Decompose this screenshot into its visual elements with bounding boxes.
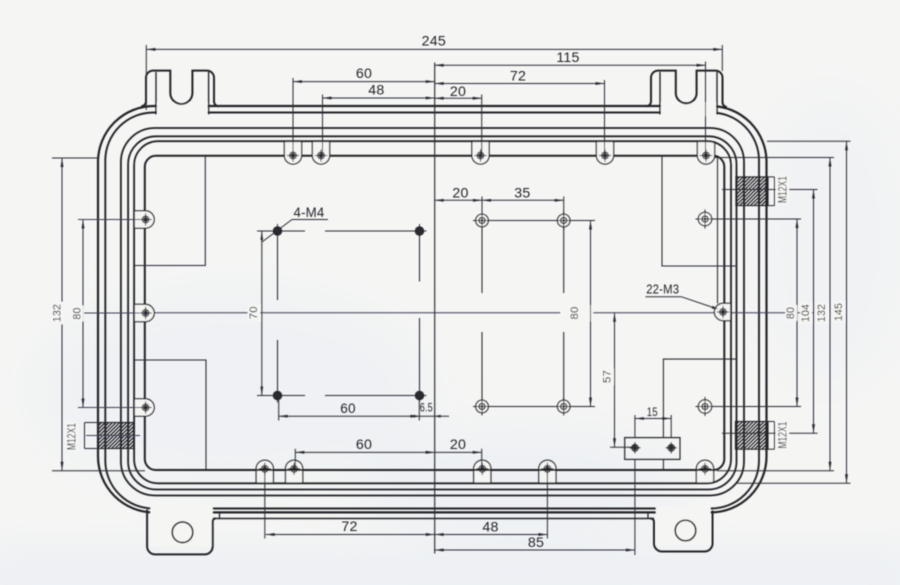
svg-text:20: 20 [450,437,466,453]
svg-text:4-M4: 4-M4 [294,204,325,220]
svg-text:48: 48 [368,83,384,99]
svg-text:72: 72 [341,519,357,535]
svg-text:20: 20 [450,84,466,100]
svg-text:115: 115 [556,50,579,66]
svg-text:132: 132 [52,304,64,322]
svg-text:20: 20 [452,185,468,201]
svg-text:245: 245 [422,33,446,49]
svg-text:57: 57 [602,370,614,383]
svg-text:M12X1: M12X1 [65,423,79,450]
svg-text:15: 15 [647,405,658,419]
svg-text:60: 60 [356,437,372,453]
svg-text:85: 85 [528,535,544,551]
svg-text:60: 60 [340,401,355,416]
svg-text:104: 104 [800,304,812,322]
svg-text:60: 60 [356,66,372,82]
svg-text:132: 132 [816,304,828,322]
svg-text:22-M3: 22-M3 [646,282,679,296]
svg-text:145: 145 [833,303,845,321]
svg-text:48: 48 [482,519,498,535]
svg-text:80: 80 [569,307,581,320]
svg-text:35: 35 [514,186,530,202]
svg-text:6.5: 6.5 [420,401,433,415]
svg-text:70: 70 [248,306,260,319]
svg-text:M12X1: M12X1 [775,421,789,448]
svg-text:72: 72 [510,68,526,84]
svg-text:M12X1: M12X1 [775,176,789,203]
svg-text:80: 80 [785,307,797,319]
svg-text:80: 80 [72,307,84,319]
